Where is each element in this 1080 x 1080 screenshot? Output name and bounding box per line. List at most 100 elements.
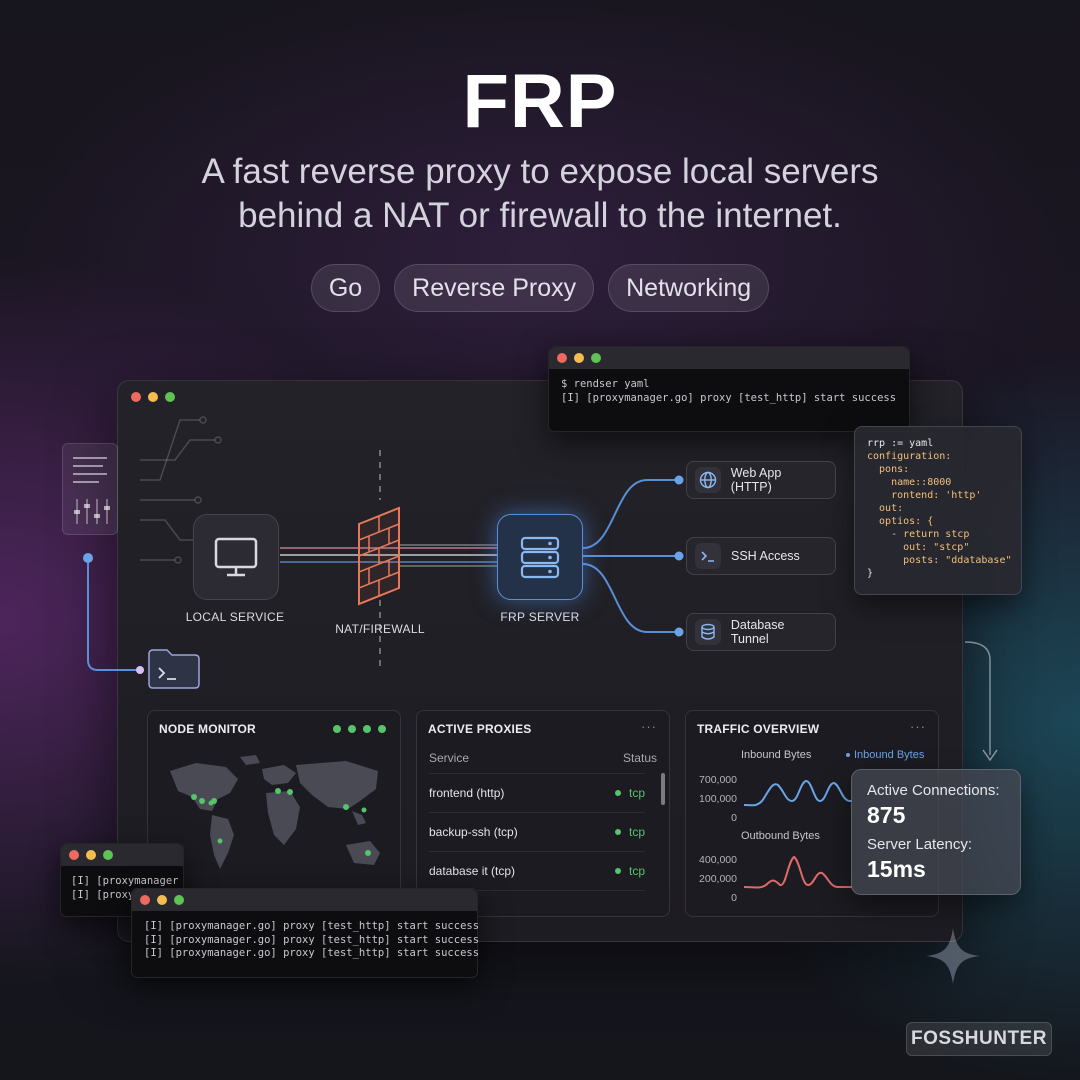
y-tick: 400,000 bbox=[699, 854, 737, 866]
close-dot[interactable] bbox=[557, 353, 567, 363]
y-tick: 200,000 bbox=[699, 873, 737, 885]
status-dot bbox=[378, 725, 386, 733]
tag-list: Go Reverse Proxy Networking bbox=[0, 264, 1080, 312]
panel-title: NODE MONITOR bbox=[159, 722, 256, 736]
local-service-node[interactable] bbox=[193, 514, 279, 600]
active-connections-label: Active Connections: bbox=[867, 782, 1000, 799]
folder-terminal-icon[interactable] bbox=[147, 648, 201, 690]
status-dot bbox=[614, 829, 621, 835]
service-ssh-access[interactable]: SSH Access bbox=[686, 537, 836, 575]
inbound-y-axis: 700,000 100,000 0 bbox=[686, 771, 737, 828]
panel-title: ACTIVE PROXIES bbox=[428, 722, 532, 736]
world-map bbox=[170, 755, 380, 869]
service-database-tunnel[interactable]: Database Tunnel bbox=[686, 613, 836, 651]
active-connections-value: 875 bbox=[867, 802, 906, 828]
panel-title: TRAFFIC OVERVIEW bbox=[697, 722, 820, 736]
code-line: name::8000 bbox=[867, 477, 952, 488]
tag-go[interactable]: Go bbox=[310, 264, 381, 312]
table-row[interactable]: backup-ssh (tcp) tcp bbox=[429, 812, 645, 851]
minimize-dot[interactable] bbox=[86, 850, 96, 860]
proxy-status: tcp bbox=[614, 786, 645, 800]
terminal-output: $ rendser yaml [I] [proxymanager.go] pro… bbox=[549, 369, 909, 414]
proxy-service: database it (tcp) bbox=[429, 864, 516, 878]
status-dot bbox=[614, 790, 621, 796]
proxy-status: tcp bbox=[614, 825, 645, 839]
terminal-line: [I] [proxymanager.go] proxy [test_http] … bbox=[144, 920, 480, 932]
server-latency-label: Server Latency: bbox=[867, 836, 973, 853]
close-dot[interactable] bbox=[140, 895, 150, 905]
frp-server-label: FRP SERVER bbox=[500, 610, 580, 624]
terminal-line: [I] [proxymanager.go] proxy [test_http] … bbox=[561, 391, 897, 404]
proxy-service: frontend (http) bbox=[429, 786, 505, 800]
terminal-log: [I] [proxymanager.go] proxy [test_http] … bbox=[131, 888, 480, 978]
maximize-dot[interactable] bbox=[591, 353, 601, 363]
outbound-y-axis: 400,000 200,000 0 bbox=[686, 851, 737, 908]
maximize-dot[interactable] bbox=[165, 392, 175, 402]
terminal-line: [I] [proxymanager.go] proxy [test_http] … bbox=[144, 947, 480, 959]
code-line: configuration: bbox=[867, 451, 952, 462]
legend-label: Inbound Bytes bbox=[854, 749, 925, 761]
table-row[interactable]: frontend (http) tcp bbox=[429, 773, 645, 812]
outbound-chart-title: Outbound Bytes bbox=[741, 830, 820, 842]
globe-icon bbox=[695, 467, 721, 493]
inbound-legend: Inbound Bytes bbox=[846, 749, 924, 761]
monitor-icon bbox=[214, 537, 258, 577]
maximize-dot[interactable] bbox=[103, 850, 113, 860]
legend-dot bbox=[846, 753, 850, 757]
proxy-service: backup-ssh (tcp) bbox=[429, 825, 518, 839]
tag-networking[interactable]: Networking bbox=[608, 264, 770, 312]
proxy-status: tcp bbox=[614, 864, 645, 878]
code-line: } bbox=[867, 568, 874, 579]
inbound-chart bbox=[743, 779, 852, 807]
terminal-top: $ rendser yaml [I] [proxymanager.go] pro… bbox=[548, 346, 910, 432]
subtitle-line-1: A fast reverse proxy to expose local ser… bbox=[201, 152, 879, 191]
status-dot bbox=[614, 868, 621, 874]
maximize-dot[interactable] bbox=[174, 895, 184, 905]
status-dots bbox=[333, 725, 386, 733]
server-icon bbox=[520, 536, 560, 579]
code-line: pons: bbox=[867, 464, 910, 475]
outbound-chart bbox=[743, 855, 852, 889]
active-proxies-panel: ACTIVE PROXIES ··· Service Status fronte… bbox=[416, 710, 670, 917]
status-label: tcp bbox=[628, 864, 645, 878]
frp-server-node[interactable] bbox=[497, 514, 583, 600]
y-tick: 0 bbox=[731, 812, 737, 824]
code-line: rontend: 'http' bbox=[867, 490, 982, 501]
table-row[interactable]: database it (tcp) tcp bbox=[429, 851, 645, 890]
code-line: out: bbox=[867, 503, 904, 514]
brand-badge: FOSSHUNTER bbox=[906, 1022, 1052, 1056]
more-menu-icon[interactable]: ··· bbox=[641, 719, 657, 734]
minimize-dot[interactable] bbox=[157, 895, 167, 905]
terminal-output: [I] [proxymanager.go] proxy [test_http] … bbox=[132, 911, 480, 970]
database-icon bbox=[695, 619, 721, 645]
terminal-line: $ rendser yaml bbox=[561, 378, 650, 390]
table-row[interactable] bbox=[429, 890, 645, 916]
tag-reverse-proxy[interactable]: Reverse Proxy bbox=[394, 264, 595, 312]
service-web-app[interactable]: Web App (HTTP) bbox=[686, 461, 836, 499]
column-header-status: Status bbox=[622, 751, 657, 765]
settings-card bbox=[62, 443, 118, 535]
code-line: optios: { bbox=[867, 516, 934, 527]
more-menu-icon[interactable]: ··· bbox=[910, 719, 926, 734]
code-line: posts: "ddatabase" bbox=[867, 555, 1012, 566]
status-dot bbox=[333, 725, 341, 733]
close-dot[interactable] bbox=[131, 392, 141, 402]
terminal-line: [I] [proxymanager bbox=[71, 875, 179, 887]
local-service-label: LOCAL SERVICE bbox=[185, 610, 285, 624]
minimize-dot[interactable] bbox=[574, 353, 584, 363]
minimize-dot[interactable] bbox=[148, 392, 158, 402]
column-header-service: Service bbox=[429, 751, 470, 765]
close-dot[interactable] bbox=[69, 850, 79, 860]
y-tick: 700,000 bbox=[699, 774, 737, 786]
y-tick: 0 bbox=[731, 892, 737, 904]
server-latency-value: 15ms bbox=[867, 856, 926, 882]
code-line: - return stcp bbox=[867, 529, 970, 540]
status-label: tcp bbox=[628, 786, 645, 800]
status-label: tcp bbox=[628, 825, 645, 839]
code-line: rrp := yaml bbox=[867, 438, 934, 449]
scrollbar-thumb[interactable] bbox=[661, 773, 665, 805]
node-monitor-panel: NODE MONITOR bbox=[147, 710, 401, 917]
inbound-chart-title: Inbound Bytes bbox=[741, 749, 812, 761]
terminal-output: [I] [proxymanager [I] [proxy bbox=[61, 866, 183, 911]
